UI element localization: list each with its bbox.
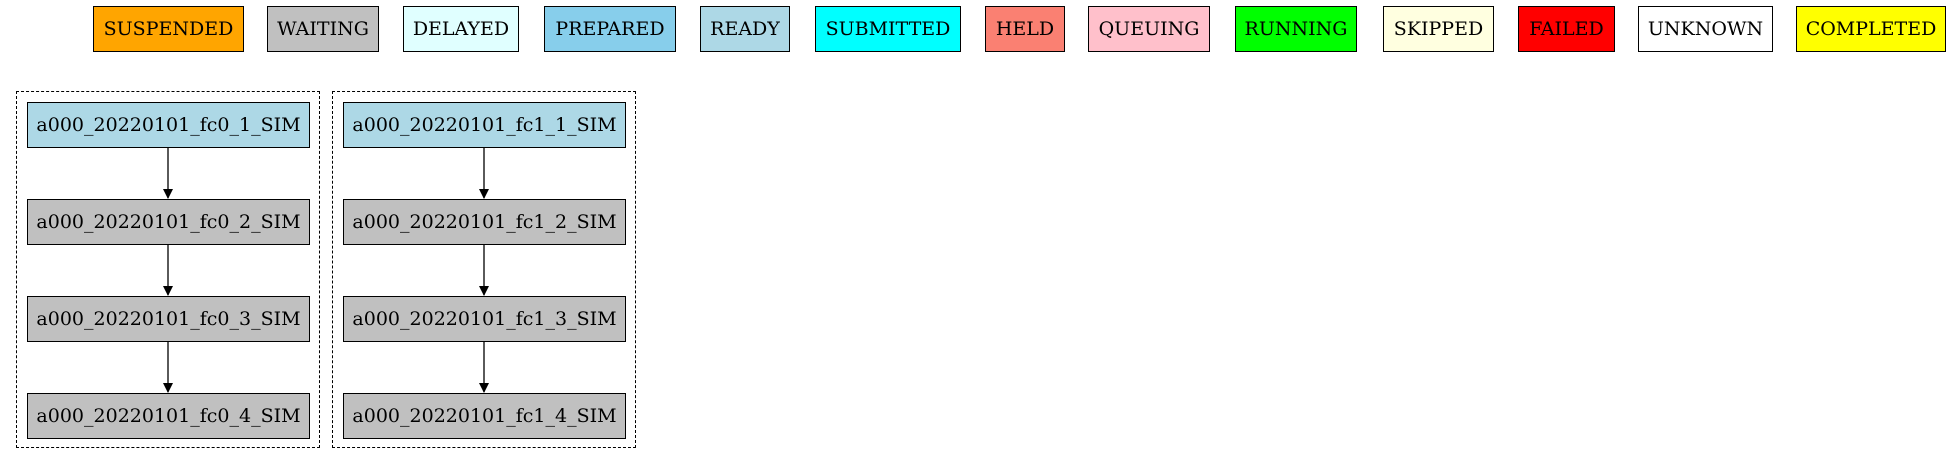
legend-running: RUNNING <box>1235 6 1357 52</box>
legend-suspended: SUSPENDED <box>93 6 244 52</box>
legend-completed: COMPLETED <box>1796 6 1946 52</box>
job-node-fc0-4[interactable]: a000_20220101_fc0_4_SIM <box>27 393 310 439</box>
job-node-fc1-1[interactable]: a000_20220101_fc1_1_SIM <box>343 102 626 148</box>
cluster-fc0 <box>16 91 320 448</box>
cluster-fc1 <box>332 91 636 448</box>
job-node-fc0-1[interactable]: a000_20220101_fc0_1_SIM <box>27 102 310 148</box>
legend-ready: READY <box>700 6 790 52</box>
legend-held: HELD <box>985 6 1065 52</box>
legend-submitted: SUBMITTED <box>815 6 961 52</box>
legend-waiting: WAITING <box>267 6 379 52</box>
job-node-fc1-2[interactable]: a000_20220101_fc1_2_SIM <box>343 199 626 245</box>
status-legend: SUSPENDED WAITING DELAYED PREPARED READY… <box>0 6 1947 54</box>
legend-skipped: SKIPPED <box>1383 6 1494 52</box>
legend-queuing: QUEUING <box>1088 6 1210 52</box>
job-node-fc0-2[interactable]: a000_20220101_fc0_2_SIM <box>27 199 310 245</box>
legend-delayed: DELAYED <box>403 6 519 52</box>
legend-unknown: UNKNOWN <box>1638 6 1773 52</box>
job-node-fc0-3[interactable]: a000_20220101_fc0_3_SIM <box>27 296 310 342</box>
legend-prepared: PREPARED <box>544 6 676 52</box>
job-node-fc1-4[interactable]: a000_20220101_fc1_4_SIM <box>343 393 626 439</box>
job-node-fc1-3[interactable]: a000_20220101_fc1_3_SIM <box>343 296 626 342</box>
legend-failed: FAILED <box>1518 6 1615 52</box>
